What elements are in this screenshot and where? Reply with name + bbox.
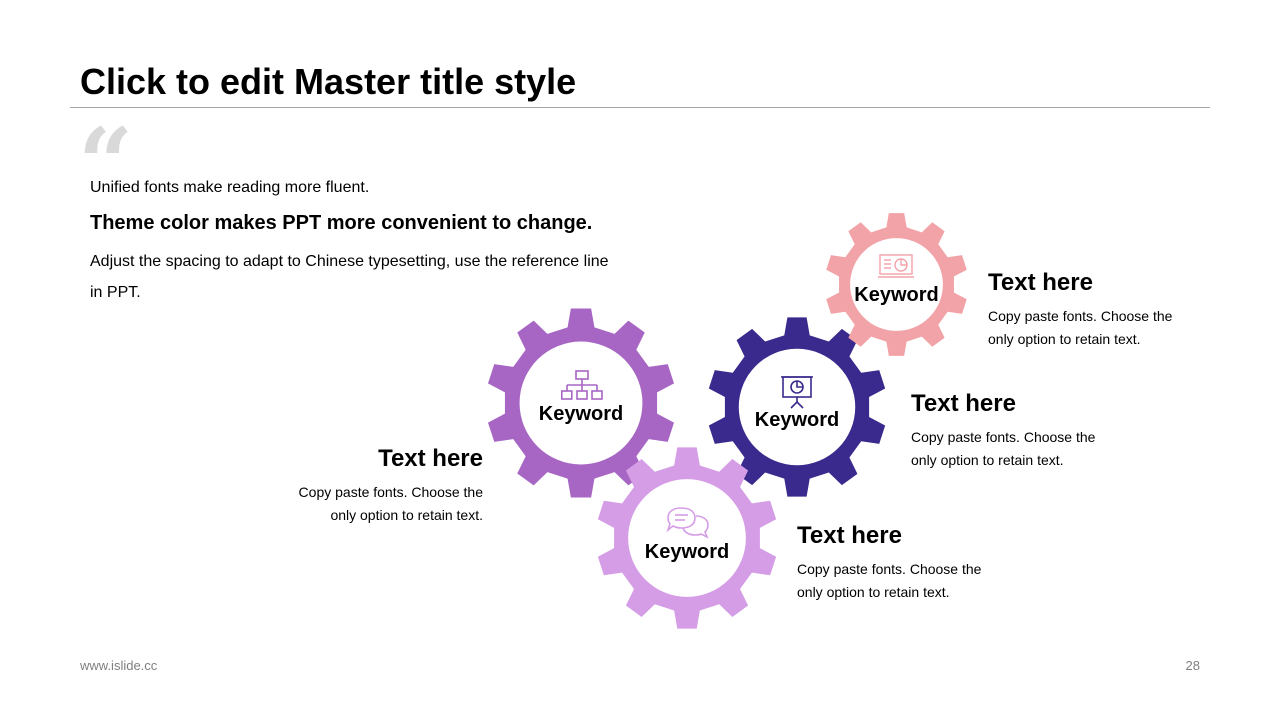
footer-website[interactable]: www.islide.cc	[80, 658, 158, 673]
intro-line-3: Adjust the spacing to adapt to Chinese t…	[90, 253, 609, 301]
chat-bubbles-icon	[665, 506, 711, 540]
page-number: 28	[1185, 658, 1200, 673]
title-divider	[70, 107, 1210, 108]
text-block-bottom: Text here Copy paste fonts. Choose the o…	[797, 522, 997, 604]
text-block-title[interactable]: Text here	[378, 445, 483, 472]
text-block-top-right: Text here Copy paste fonts. Choose the o…	[988, 269, 1188, 351]
report-screen-icon	[878, 254, 914, 280]
text-block-title[interactable]: Text here	[988, 269, 1093, 296]
text-block-middle-right: Text here Copy paste fonts. Choose the o…	[911, 390, 1111, 472]
text-block-title[interactable]: Text here	[797, 522, 902, 549]
gear-keyword-label: Keyword	[754, 409, 840, 431]
gear-center	[519, 341, 643, 465]
slide-title[interactable]: Click to edit Master title style	[80, 61, 577, 102]
text-block-description[interactable]: Copy paste fonts. Choose the only option…	[988, 308, 1173, 347]
text-block-left: Text here Copy paste fonts. Choose the o…	[283, 445, 483, 527]
text-block-title[interactable]: Text here	[911, 390, 1016, 417]
text-block-description[interactable]: Copy paste fonts. Choose the only option…	[298, 484, 483, 523]
gear-center	[850, 238, 943, 331]
gear-lavender: Keyword	[595, 446, 779, 630]
gear-pink: Keyword	[824, 212, 969, 357]
gear-keyword-label: Keyword	[644, 541, 730, 563]
intro-line-2: Theme color makes PPT more convenient to…	[90, 212, 593, 234]
gear-purple: Keyword	[485, 307, 677, 499]
gear-indigo: Keyword	[706, 316, 888, 498]
gear-keyword-label: Keyword	[854, 284, 939, 306]
org-chart-icon	[561, 370, 603, 402]
intro-line-1: Unified fonts make reading more fluent.	[90, 179, 370, 196]
presentation-board-icon	[779, 374, 815, 410]
gear-center	[628, 479, 746, 597]
gear-center	[738, 348, 856, 466]
text-block-description[interactable]: Copy paste fonts. Choose the only option…	[797, 561, 982, 600]
gear-keyword-label: Keyword	[538, 403, 624, 425]
text-block-description[interactable]: Copy paste fonts. Choose the only option…	[911, 429, 1096, 468]
quote-mark-icon: “	[78, 107, 134, 220]
